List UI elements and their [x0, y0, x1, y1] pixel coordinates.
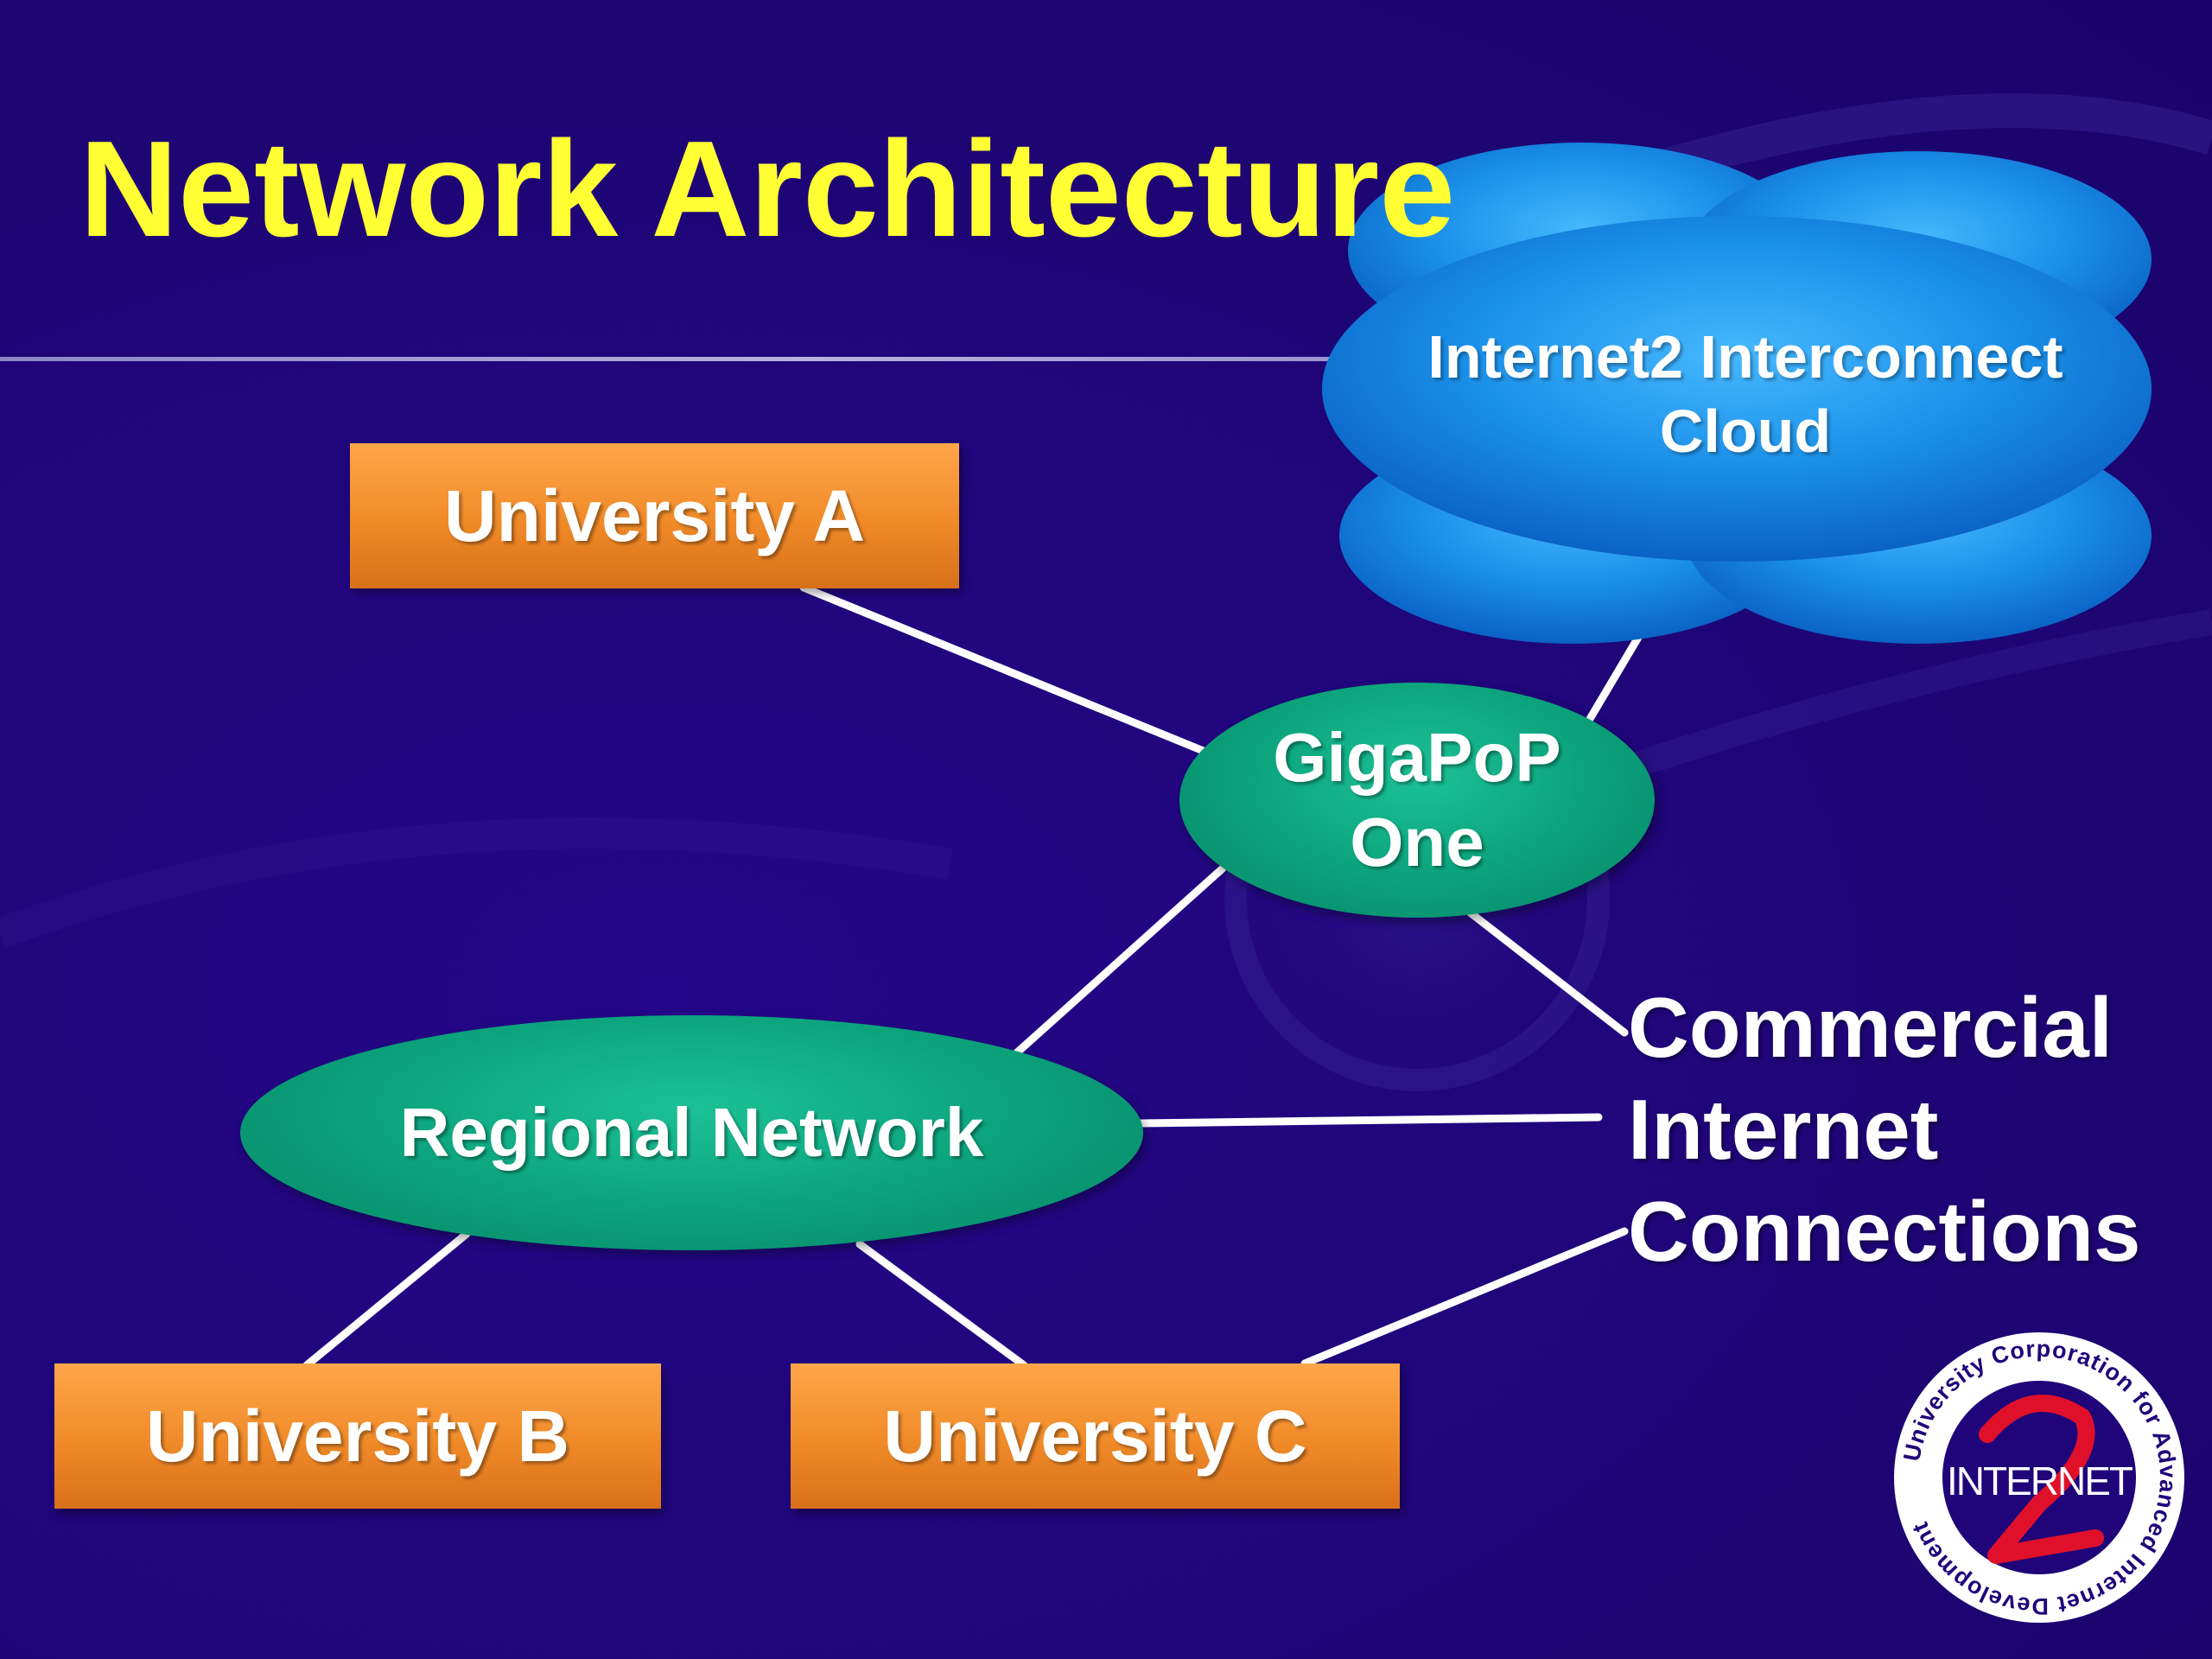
link-university-a-gigapop: [799, 583, 1210, 756]
internet2-seal-icon: University Corporation for Advanced Inte…: [1894, 1332, 2184, 1623]
link-regional-commercial: [1136, 1113, 1603, 1128]
gigapop-label-line-1: GigaPoP: [1273, 719, 1561, 796]
university-b-box: University B: [54, 1363, 661, 1509]
gigapop-label-line-2: One: [1350, 804, 1484, 880]
university-c-box: University C: [791, 1363, 1400, 1509]
commercial-line-2: Internet: [1628, 1082, 1939, 1177]
cloud-label-line-1: Internet2 Interconnect: [1427, 323, 2063, 391]
slide-title: Network Architecture: [79, 113, 1456, 265]
university-c-label: University C: [883, 1395, 1307, 1477]
internet2-cloud-shape: [1322, 143, 2152, 644]
regional-network-label: Regional Network: [399, 1094, 984, 1171]
university-a-label: University A: [443, 474, 866, 556]
link-regional-university-b: [302, 1230, 471, 1370]
commercial-line-1: Commercial: [1628, 980, 2113, 1075]
seal-center-text: INTERNET: [1947, 1459, 2133, 1503]
link-regional-university-c: [855, 1240, 1028, 1370]
regional-network-node: Regional Network: [240, 1015, 1143, 1250]
commercial-internet-connections-label: Commercial Internet Connections: [1628, 976, 2140, 1282]
commercial-line-3: Connections: [1628, 1184, 2141, 1279]
link-gigapop-regional: [1011, 864, 1227, 1058]
cloud-label: Internet2 Interconnect Cloud: [1382, 320, 2108, 468]
university-b-label: University B: [145, 1395, 570, 1477]
title-divider: [0, 357, 1348, 361]
link-university-c-commercial: [1300, 1227, 1629, 1368]
university-a-box: University A: [350, 443, 959, 588]
cloud-label-line-2: Cloud: [1659, 397, 1832, 465]
link-gigapop-commercial: [1465, 907, 1629, 1037]
gigapop-one-node: GigaPoP One: [1179, 683, 1655, 918]
